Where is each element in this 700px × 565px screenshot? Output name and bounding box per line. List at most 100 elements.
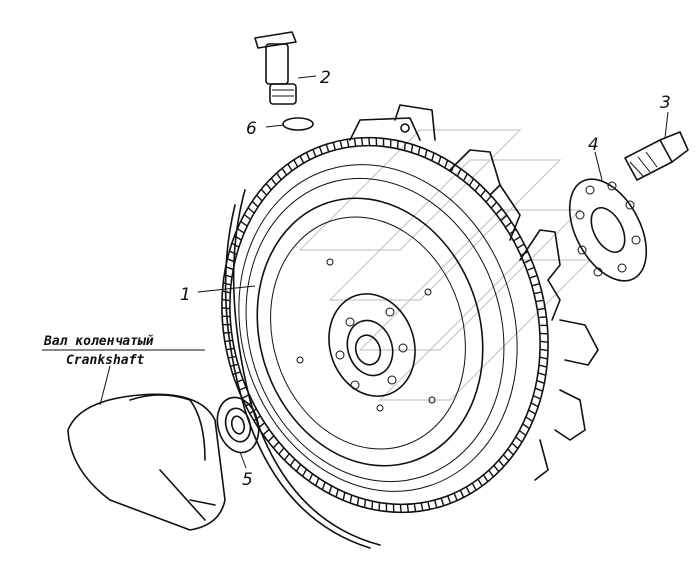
crankshaft-caption-en: Crankshaft [66, 353, 144, 368]
gear-tooth [534, 291, 542, 295]
gear-tooth [328, 485, 333, 494]
gear-tooth [256, 194, 263, 202]
gear-tooth [305, 152, 311, 161]
gear-tooth [482, 474, 489, 482]
gear-tooth [281, 168, 288, 176]
gear-tooth [267, 435, 274, 442]
gear-tooth [502, 454, 510, 462]
pressure-plate-holes [296, 258, 436, 412]
gear-tooth [299, 155, 305, 164]
gear-tooth [521, 251, 529, 256]
callout-3: 3 [660, 93, 671, 113]
housing-lugs [349, 104, 599, 481]
gear-tooth [321, 482, 326, 491]
gear-tooth [368, 137, 371, 147]
gear-tooth [530, 274, 538, 279]
gear-tooth [420, 502, 424, 511]
gear-tooth [539, 364, 547, 368]
gear-tooth [289, 459, 296, 467]
gear-tooth [308, 473, 314, 482]
gear-tooth [488, 469, 494, 478]
gear-tooth [283, 453, 290, 461]
gear-tooth [396, 140, 399, 150]
gear-tooth [243, 213, 252, 221]
gear-tooth [471, 482, 477, 491]
gear-tooth [477, 478, 483, 487]
gear-tooth [293, 159, 299, 168]
gear-tooth [346, 139, 350, 148]
gear-tooth [270, 177, 277, 186]
gear-tooth [498, 459, 505, 467]
gear-tooth [527, 266, 535, 271]
gear-tooth [339, 140, 343, 150]
watermark [298, 129, 592, 401]
gear-tooth [456, 168, 462, 177]
gear-tooth [525, 416, 533, 422]
gear-tooth [260, 188, 268, 196]
gear-tooth [509, 228, 517, 235]
gear-tooth [229, 250, 237, 255]
gear-tooth [312, 149, 317, 158]
gear-tooth [371, 500, 374, 510]
gear-tooth [465, 486, 471, 495]
gear-tooth [496, 208, 503, 215]
gear-tooth [223, 282, 231, 286]
gear-tooth [459, 489, 465, 498]
gear-tooth [403, 142, 407, 151]
gear-tooth [272, 441, 279, 449]
leader-lines [42, 75, 669, 469]
gear-tooth [265, 183, 272, 191]
ring-gear-teeth [221, 137, 549, 513]
gear-tooth [363, 499, 367, 508]
gear-tooth [536, 299, 544, 303]
gear-tooth [353, 138, 357, 147]
part-6-o-ring [282, 117, 314, 131]
gear-tooth [406, 503, 410, 513]
gear-tooth [318, 146, 324, 155]
gear-tooth [537, 307, 546, 311]
gear-tooth [505, 221, 513, 228]
gear-tooth [522, 423, 530, 430]
gear-tooth [301, 469, 307, 477]
gear-tooth [437, 156, 442, 165]
gear-tooth [535, 387, 543, 392]
gear-tooth [241, 394, 249, 399]
gear-tooth [513, 236, 521, 242]
gear-tooth [237, 228, 245, 234]
gear-tooth [325, 144, 330, 153]
gear-tooth [517, 243, 525, 249]
gear-tooth [530, 402, 539, 408]
gear-tooth [491, 201, 498, 209]
gear-tooth [417, 146, 421, 156]
gear-tooth [528, 409, 536, 415]
gear-tooth [446, 495, 452, 504]
gear-tooth [226, 347, 234, 351]
gear-tooth [485, 195, 492, 203]
gear-tooth [450, 164, 456, 172]
gear-tooth [518, 429, 527, 437]
gear-tooth [536, 380, 545, 384]
gear-tooth [515, 436, 523, 443]
part-3-bolt [624, 131, 689, 181]
gear-tooth [332, 142, 337, 151]
gear-tooth [540, 356, 548, 360]
gear-tooth [474, 183, 481, 191]
gear-tooth [431, 152, 435, 161]
hub-bolt-holes [335, 307, 408, 390]
gear-tooth [453, 492, 458, 501]
callout-1: 1 [180, 285, 191, 305]
gear-tooth [224, 339, 233, 343]
part-4-washer-plate [568, 178, 648, 282]
gear-tooth [247, 207, 255, 214]
gear-tooth [360, 137, 364, 147]
gear-tooth [444, 159, 449, 168]
callout-6: 6 [246, 119, 257, 139]
gear-tooth [278, 447, 285, 455]
gear-tooth [335, 489, 339, 498]
gear-tooth [349, 494, 353, 504]
gear-tooth [469, 178, 475, 186]
callout-4: 4 [588, 135, 599, 155]
gear-tooth [480, 189, 487, 197]
